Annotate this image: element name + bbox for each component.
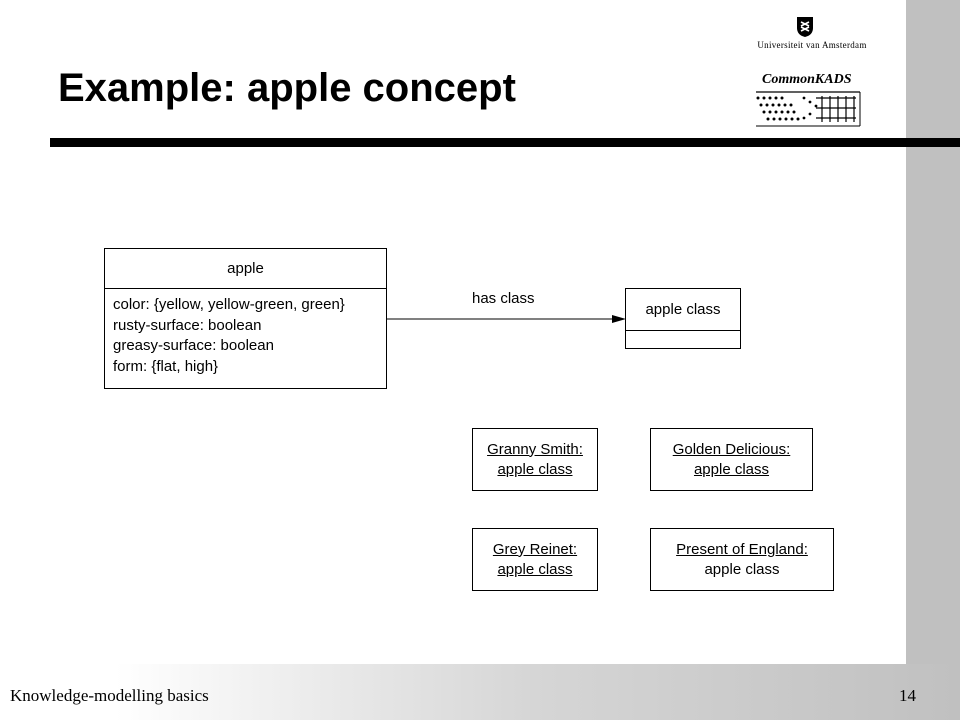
commonkads-logo: CommonKADS — [752, 72, 864, 128]
instance-type: apple class — [704, 560, 780, 578]
concept-attribute: color: {yellow, yellow-green, green} — [113, 296, 345, 313]
commonkads-grid-icon — [756, 91, 861, 127]
instance-box-present-of-england: Present of England: apple class — [650, 528, 834, 591]
target-concept-divider — [626, 330, 740, 331]
university-name: Universiteit van Amsterdam — [757, 40, 867, 50]
instance-name: Granny Smith: — [487, 440, 583, 458]
concept-divider — [105, 288, 386, 289]
side-bar — [906, 0, 960, 720]
concept-attribute: form: {flat, high} — [113, 357, 219, 375]
instance-name: Golden Delicious: — [672, 440, 791, 458]
university-logo: Universiteit van Amsterdam — [752, 16, 872, 50]
concept-attribute: greasy-surface: boolean — [113, 337, 274, 354]
concept-attribute-list: color: {yellow, yellow-green, green} rus… — [105, 289, 386, 377]
instance-name: Grey Reinet: — [492, 540, 578, 558]
target-concept-name: apple class — [645, 301, 721, 318]
slide-title: Example: apple concept — [58, 66, 516, 110]
relation-arrow — [386, 315, 626, 323]
title-divider — [50, 138, 960, 147]
concept-box-apple: apple color: {yellow, yellow-green, gree… — [104, 248, 387, 389]
instance-type: apple class — [693, 460, 770, 478]
footer-title: Knowledge-modelling basics — [10, 686, 209, 705]
page-number: 14 — [899, 686, 916, 705]
concept-attribute: rusty-surface: boolean — [113, 316, 262, 334]
commonkads-wordmark: CommonKADS — [762, 72, 852, 87]
concept-name: apple — [227, 260, 264, 277]
relation-label: has class — [472, 290, 535, 307]
instance-box-granny-smith: Granny Smith: apple class — [472, 428, 598, 491]
instance-box-golden-delicious: Golden Delicious: apple class — [650, 428, 813, 491]
instance-box-grey-reinet: Grey Reinet: apple class — [472, 528, 598, 591]
instance-type: apple class — [497, 460, 573, 478]
instance-name: Present of England: — [676, 540, 808, 558]
instance-type: apple class — [497, 560, 573, 578]
concept-box-apple-class: apple class — [625, 288, 741, 349]
university-shield-icon — [797, 17, 813, 37]
footer-bar — [0, 664, 960, 720]
